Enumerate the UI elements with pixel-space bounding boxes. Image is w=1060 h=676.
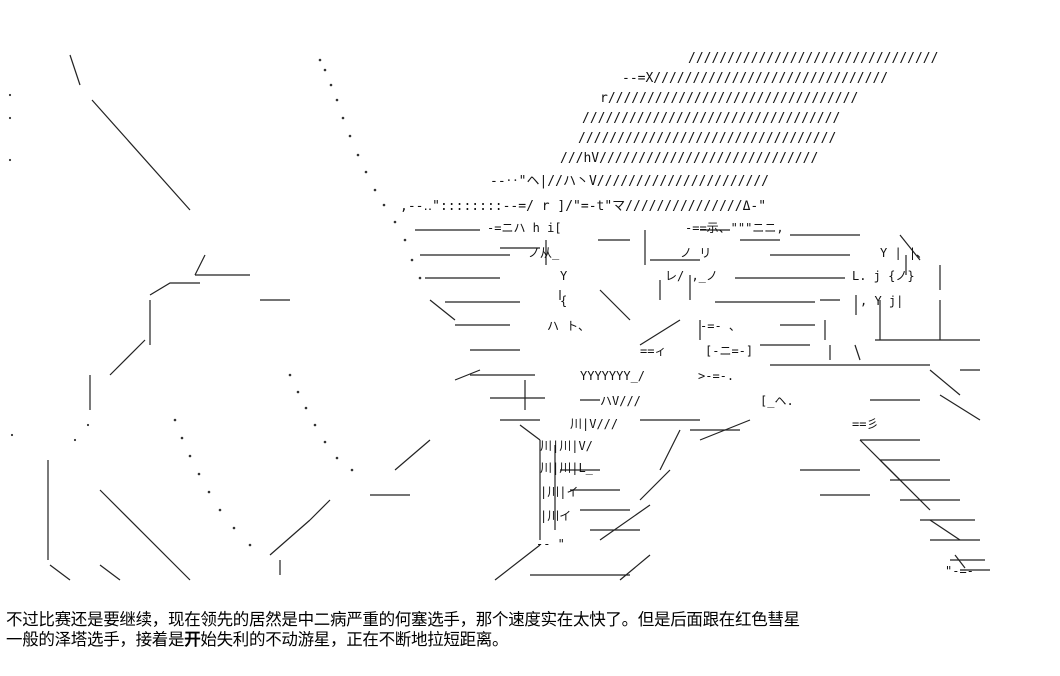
svg-text://////////////////////////////: /////////////////////////////////: [582, 111, 840, 126]
svg-text:-==示、"""ニニ,: -==示、"""ニニ,: [685, 221, 784, 235]
svg-text://////////////////////////////: ////////////////////////////////: [688, 51, 938, 66]
hatched-shading: [415, 229, 985, 576]
svg-text:川|川|V/: 川|川|V/: [540, 439, 593, 453]
svg-text:///hV/////////////////////////: ///hV////////////////////////////: [560, 151, 818, 166]
svg-text:|川イ: |川イ: [540, 509, 571, 523]
svg-text:L. j {ノ}: L. j {ノ}: [852, 269, 915, 283]
svg-text:川|川|L_: 川|川|L_: [540, 461, 594, 475]
svg-text://////////////////////////////: /////////////////////////////////: [578, 131, 836, 146]
svg-text:レ/ ,_ノ: レ/ ,_ノ: [665, 269, 718, 283]
caption-line-2-start: 一般的泽塔选手，接着是: [6, 630, 185, 649]
svg-text:ハV///: ハV///: [600, 394, 641, 408]
svg-text:ノ リ: ノ リ: [680, 246, 711, 260]
svg-text:Y: Y: [560, 269, 568, 283]
left-dotted-arcs: [8, 58, 422, 547]
svg-text:ハ ト、: ハ ト、: [547, 319, 590, 333]
svg-text:[-ニ=-]: [-ニ=-]: [705, 344, 753, 358]
ascii-art-illustration: //////////////////////////////// --=X///…: [8, 51, 990, 581]
svg-text:, Y j|: , Y j|: [860, 294, 903, 308]
right-figure-glyphs: -=ニハ h i[ -==示、"""ニニ, ノ从_ ノ リ Y | |、 Y レ…: [487, 221, 974, 578]
svg-text:[_ヘ.: [_ヘ.: [760, 394, 794, 408]
svg-text:r/////////////////////////////: r////////////////////////////////: [600, 91, 858, 106]
svg-text:YYYYYYY_/: YYYYYYY_/: [580, 369, 645, 383]
caption-line-2: 一般的泽塔选手，接着是开始失利的不动游星，正在不断地拉短距离。: [6, 630, 1056, 650]
svg-text:>-=-.: >-=-.: [698, 369, 734, 383]
svg-text:ノ从_: ノ从_: [528, 246, 560, 260]
svg-text:Y | |、: Y | |、: [880, 246, 928, 260]
left-figure-lines: [47, 54, 431, 581]
svg-text:--=X//////////////////////////: --=X//////////////////////////////: [622, 71, 888, 86]
svg-text:-- ": -- ": [536, 537, 565, 551]
svg-text:==彡: ==彡: [852, 417, 878, 431]
svg-text:{: {: [560, 294, 567, 308]
svg-text:-=ニハ h i[: -=ニハ h i[: [487, 221, 562, 235]
svg-text:"-=-: "-=-: [945, 564, 974, 578]
svg-text:川|V///: 川|V///: [570, 417, 618, 431]
svg-text:-=- 、: -=- 、: [700, 319, 741, 333]
svg-text:==ィ: ==ィ: [640, 344, 666, 358]
caption: 不过比赛还是要继续，现在领先的居然是中二病严重的何塞选手，那个速度实在太快了。但…: [6, 610, 1056, 650]
caption-line-2-bold: 开: [184, 630, 201, 649]
svg-text:|川|イ: |川|イ: [540, 485, 578, 499]
caption-line-1: 不过比赛还是要继续，现在领先的居然是中二病严重的何塞选手，那个速度实在太快了。但…: [6, 610, 800, 629]
speed-slash-band: //////////////////////////////// --=X///…: [400, 51, 938, 214]
right-figure-lines: [429, 229, 990, 581]
svg-text:--‥"ヘ|//ハ丶V///////////////////: --‥"ヘ|//ハ丶V//////////////////////: [490, 174, 769, 189]
svg-text:,--‥"::::::::--=/ r ]/"=-t"マ//: ,--‥"::::::::--=/ r ]/"=-t"マ////////////…: [400, 199, 766, 214]
caption-line-2-end: 始失利的不动游星，正在不断地拉短距离。: [200, 630, 509, 649]
